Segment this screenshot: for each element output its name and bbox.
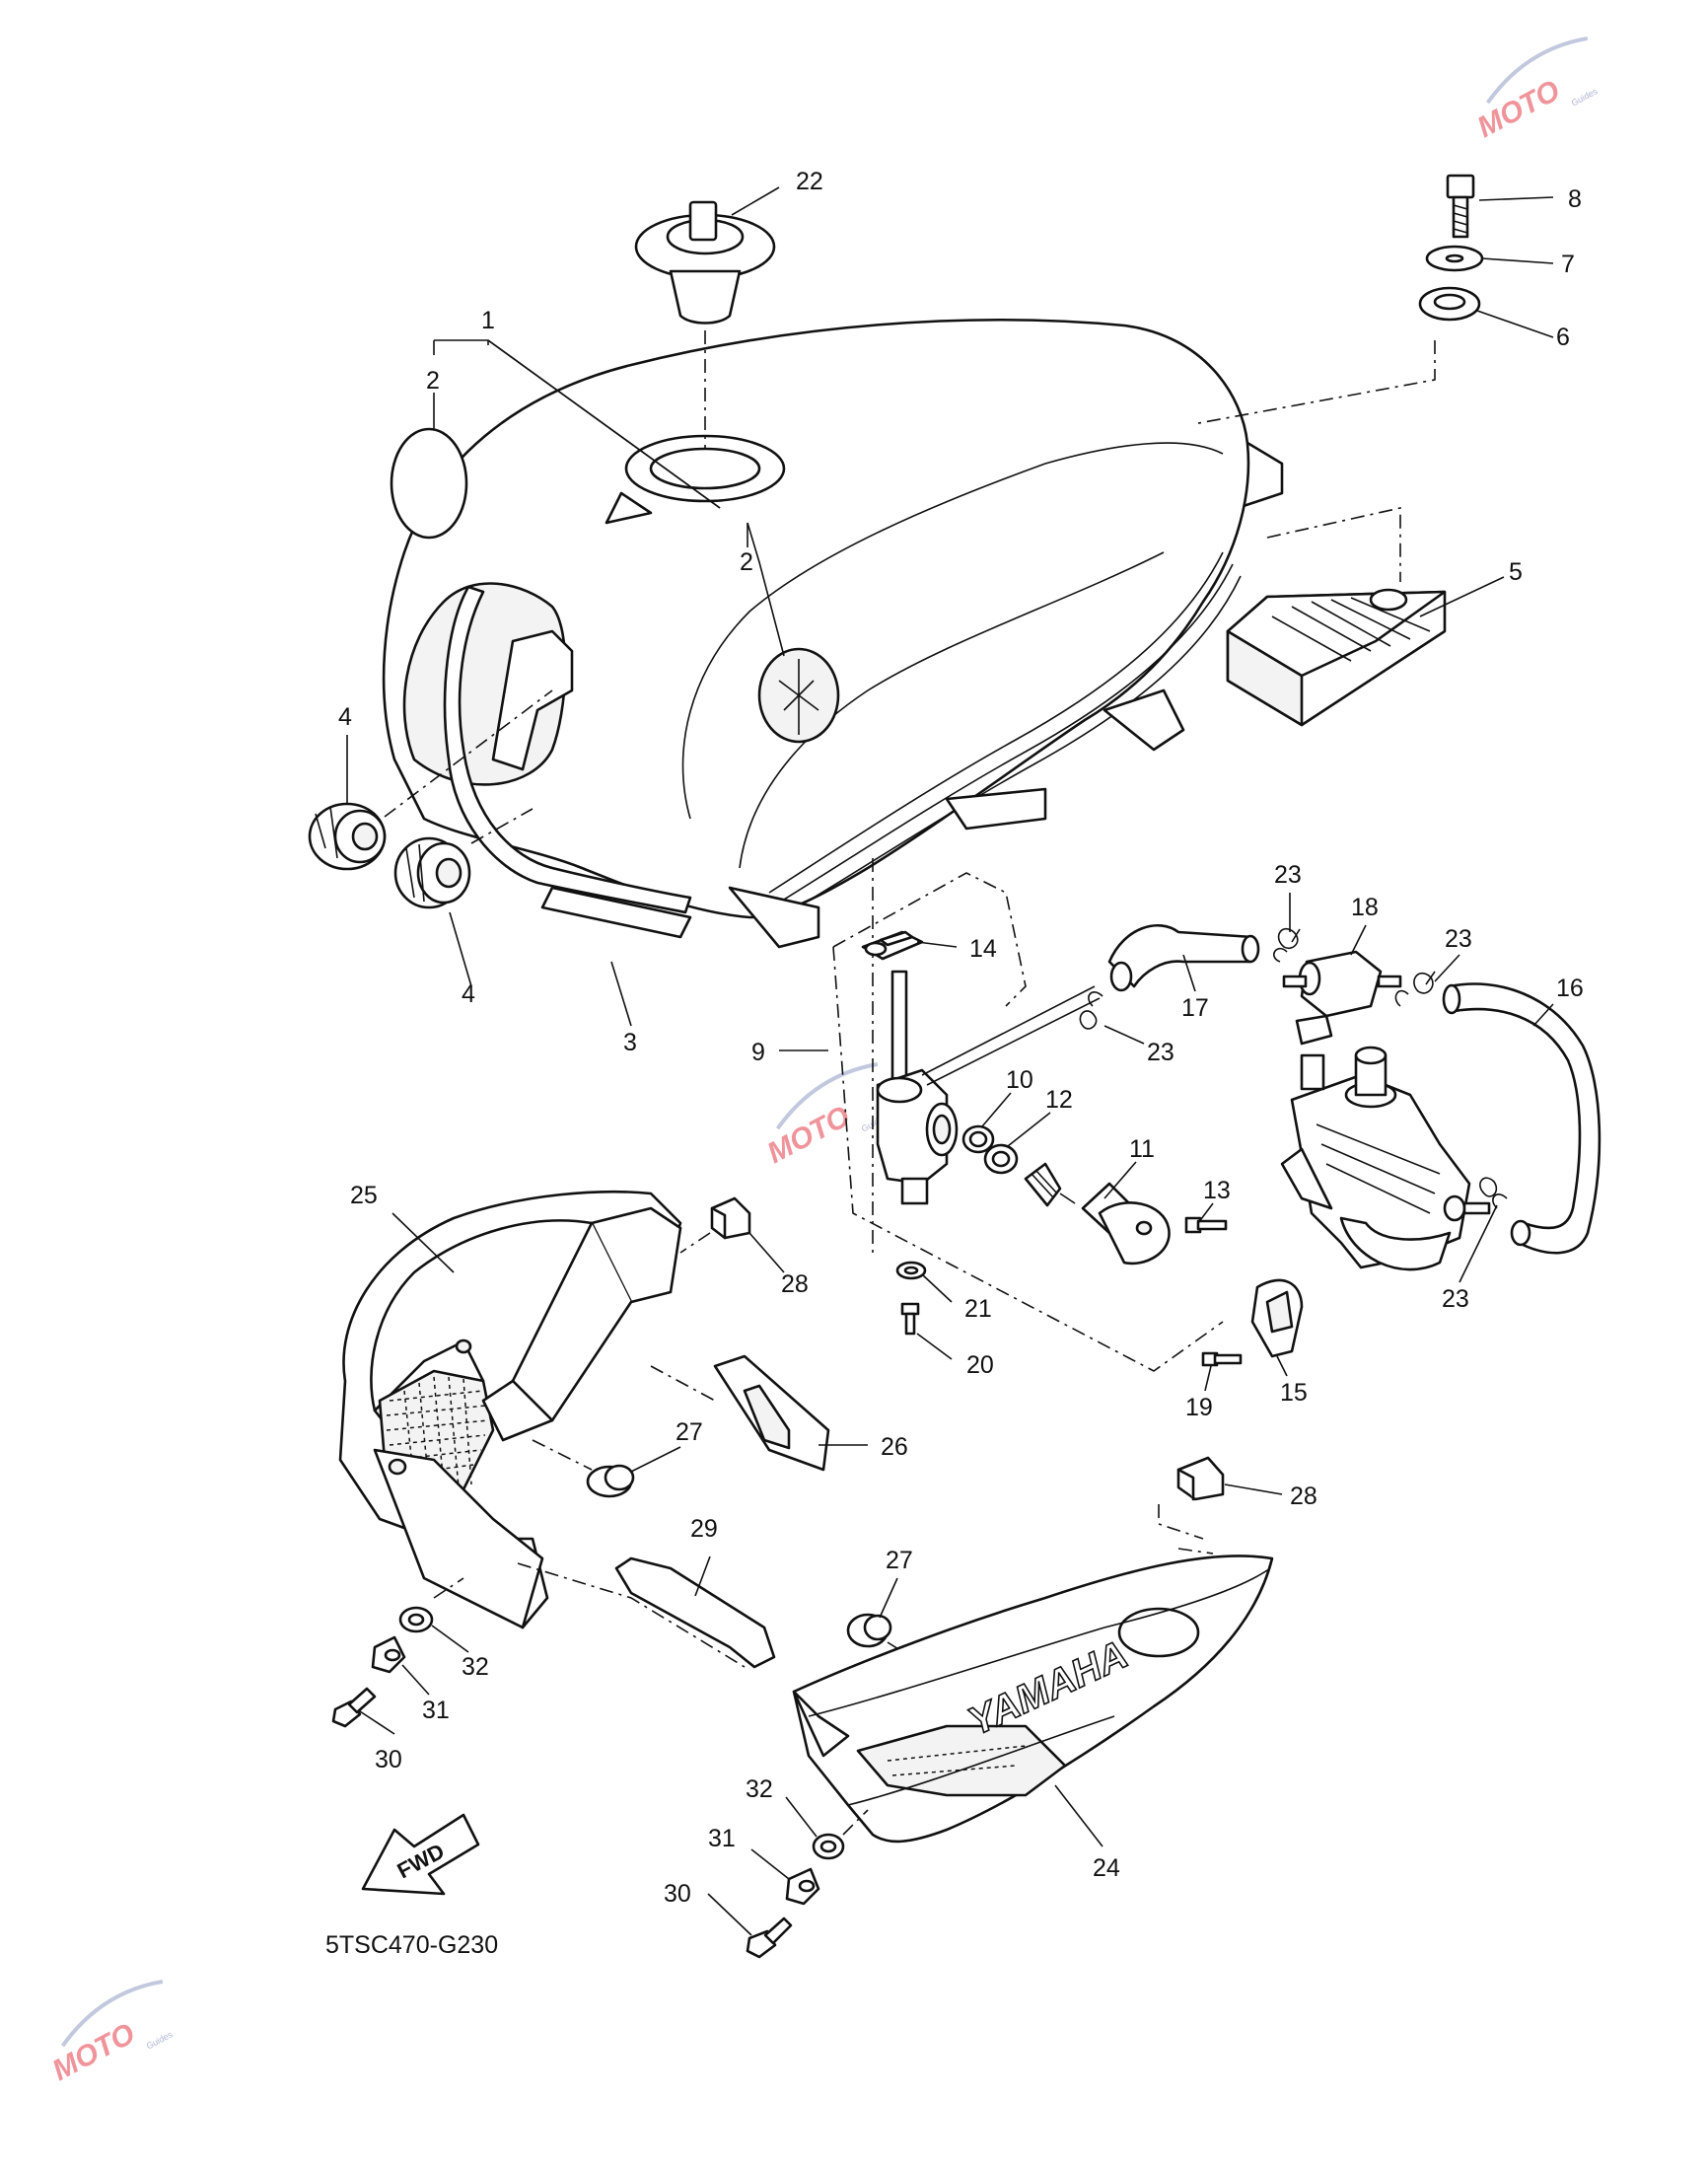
- fasteners-right: [331, 1577, 464, 1728]
- leader-lines: [346, 186, 1554, 1936]
- callout-28-upper: 28: [781, 1270, 809, 1298]
- callout-8: 8: [1568, 185, 1582, 213]
- callout-26: 26: [881, 1433, 908, 1461]
- fuel-cock-small-parts: [895, 1124, 1304, 1367]
- callout-27-upper: 27: [676, 1418, 703, 1446]
- callout-24: 24: [1093, 1854, 1120, 1882]
- callout-2-left: 2: [426, 367, 440, 395]
- svg-text:MOTO: MOTO: [762, 1100, 855, 1170]
- mesh-pattern: [386, 1376, 489, 1488]
- side-cover-right: [338, 1190, 682, 1629]
- tank-emblem-decal: [390, 427, 468, 540]
- callout-22: 22: [796, 168, 823, 195]
- forward-direction-arrow: FWD: [361, 1813, 480, 1896]
- diagram-code: 5TSC470-G230: [325, 1931, 498, 1959]
- side-cover-grommet-plate: [650, 1354, 830, 1472]
- callout-29: 29: [690, 1515, 718, 1543]
- callout-27-lower: 27: [886, 1547, 913, 1574]
- callout-4-upper: 4: [338, 703, 352, 731]
- callout-3: 3: [623, 1029, 637, 1056]
- callout-32-left: 32: [746, 1775, 773, 1803]
- callout-18: 18: [1351, 894, 1379, 921]
- svg-text:MOTO: MOTO: [1472, 74, 1565, 144]
- callout-30-left: 30: [664, 1880, 691, 1908]
- damper-rubber-left: [308, 802, 387, 871]
- fasteners-left: [746, 1809, 869, 1959]
- tank-seal-strip: [443, 585, 692, 939]
- callout-2-center: 2: [740, 548, 753, 576]
- fuel-tank: [382, 318, 1284, 949]
- callout-31-right: 31: [422, 1697, 450, 1724]
- callout-12: 12: [1045, 1086, 1073, 1114]
- side-cover-left: YAMAHA: [792, 1548, 1274, 1844]
- callout-1: 1: [481, 307, 495, 334]
- callout-30-right: 30: [375, 1746, 402, 1773]
- callout-32-right: 32: [462, 1653, 489, 1681]
- callout-23-c: 23: [1147, 1039, 1174, 1066]
- hose-clips: [1079, 927, 1508, 1209]
- callout-14: 14: [969, 935, 997, 963]
- callout-21: 21: [964, 1295, 992, 1323]
- callout-20: 20: [966, 1351, 994, 1379]
- tank-damper-block: [1226, 507, 1447, 727]
- fuel-hose-short: [1107, 923, 1260, 992]
- cover-clip-lower: [1158, 1456, 1225, 1540]
- callout-9: 9: [751, 1039, 765, 1066]
- cover-clip-upper: [679, 1196, 751, 1254]
- fuel-filler-cap: [634, 200, 776, 449]
- fuel-filter: [1282, 950, 1402, 1018]
- callout-7: 7: [1561, 251, 1575, 278]
- callout-10: 10: [1006, 1066, 1033, 1094]
- watermark-logo-top: MOTO Guides: [1472, 36, 1600, 144]
- damper-rubber-upper: [532, 1439, 635, 1498]
- svg-text:Guides: Guides: [1570, 86, 1600, 108]
- callout-28-lower: 28: [1290, 1483, 1317, 1510]
- callout-19: 19: [1185, 1394, 1213, 1421]
- callout-4-lower: 4: [462, 980, 475, 1008]
- callout-labels: 22 8 7 6 1 2 2 5 4 4 3 23 18 23 16 14 17…: [338, 168, 1584, 1908]
- svg-text:MOTO: MOTO: [47, 2017, 140, 2087]
- watermark-logo-bottom: MOTO Guides: [47, 1979, 175, 2087]
- callout-5: 5: [1509, 558, 1523, 586]
- callout-17: 17: [1181, 994, 1209, 1022]
- fuel-cock-assembly: [832, 858, 1224, 1372]
- callout-6: 6: [1556, 324, 1570, 351]
- callout-23-d: 23: [1442, 1285, 1469, 1313]
- carburetor: [1280, 1014, 1491, 1271]
- mount-bolt-and-washers: [1192, 174, 1484, 425]
- callout-11: 11: [1129, 1135, 1155, 1163]
- callout-13: 13: [1203, 1177, 1231, 1204]
- callout-23-a: 23: [1274, 861, 1302, 889]
- damper-rubber-right: [384, 689, 553, 909]
- svg-text:Guides: Guides: [145, 2029, 175, 2051]
- callout-31-left: 31: [708, 1825, 736, 1852]
- callout-23-b: 23: [1445, 925, 1472, 953]
- cover-stay-plate: [517, 1556, 776, 1669]
- callout-25: 25: [350, 1182, 378, 1209]
- fuel-hose-long: [1442, 982, 1601, 1255]
- callout-15: 15: [1280, 1379, 1308, 1407]
- callout-16: 16: [1556, 975, 1584, 1002]
